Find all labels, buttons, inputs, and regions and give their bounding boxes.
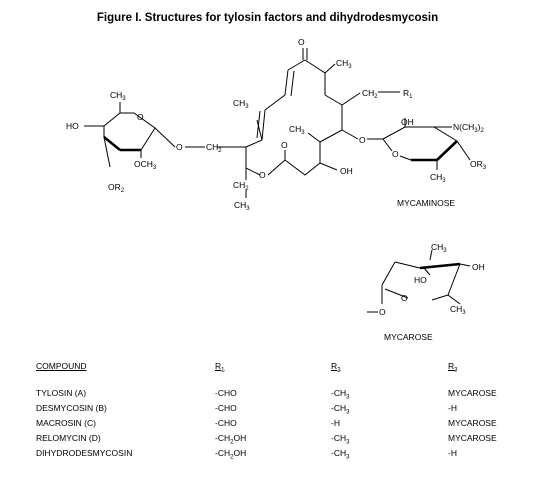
figure-title: Figure I. Structures for tylosin factors… [96,12,439,24]
svg-text:O: O [392,149,399,159]
mycarose-label: MYCAROSE [384,332,433,342]
svg-text:CH2: CH2 [233,180,249,192]
svg-text:CH3: CH3 [289,124,305,136]
table-cell: RELOMYCIN (D) [36,433,101,443]
svg-text:O: O [176,142,183,152]
chemical-structures: CH3 HO O OCH3 OR2 O CH2 [66,37,487,342]
table-cell: -CH2OH [215,448,247,461]
svg-text:HO: HO [414,275,427,285]
header-cell: R3 [448,361,458,374]
table-cell: -CH3 [331,403,350,416]
svg-text:CH3: CH3 [336,58,352,70]
svg-text:CH3: CH3 [450,304,466,316]
table-cell: -CHO [215,418,237,428]
svg-text:CH2: CH2 [362,88,378,100]
header-cell: COMPOUND [36,361,87,371]
svg-text:O: O [137,112,144,122]
mycaminose-ring [367,118,471,170]
svg-text:OCH3: OCH3 [134,159,157,171]
svg-text:HO: HO [66,121,79,131]
svg-text:O: O [401,293,408,303]
header-cell: R1 [215,361,225,374]
svg-text:OR2: OR2 [108,182,125,194]
table-cell: -CH3 [331,433,350,446]
table-cell: -CHO [215,403,237,413]
table-cell: MACROSIN (C) [36,418,96,428]
svg-text:OH: OH [340,166,353,176]
table-cell: -H [448,448,457,458]
table-cell: -CH3 [331,448,350,461]
mycinose-ring [84,102,235,168]
svg-text:CH3: CH3 [233,98,249,110]
table-cell: -CHO [215,388,237,398]
svg-text:O: O [281,140,288,150]
mycarose-ring [367,249,471,313]
table-cell: DIHYDRODESMYCOSIN [36,448,133,458]
mycaminose-label: MYCAMINOSE [397,198,455,208]
table-cell: -CH2OH [215,433,247,446]
svg-text:OR3: OR3 [470,159,487,171]
svg-text:CH3: CH3 [431,242,447,254]
table-cell: MYCAROSE [448,433,497,443]
svg-text:O: O [298,37,305,47]
svg-text:CH3: CH3 [110,90,126,102]
svg-text:O: O [259,170,266,180]
svg-text:R1: R1 [403,88,413,100]
table-cell: -CH3 [331,388,350,401]
table-cell: DESMYCOSIN (B) [36,403,107,413]
svg-text:CH3: CH3 [234,200,250,212]
table-cell: -H [331,418,340,428]
table-cell: MYCAROSE [448,388,497,398]
svg-text:OH: OH [472,262,485,272]
header-cell: R2 [331,361,341,374]
svg-text:CH3: CH3 [430,172,446,184]
svg-text:CH2: CH2 [206,142,222,154]
svg-text:O: O [379,307,386,317]
macrolide-ring [235,48,400,198]
table-cell: TYLOSIN (A) [36,388,87,398]
svg-text:O: O [359,135,366,145]
table-cell: MYCAROSE [448,418,497,428]
svg-text:N(CH3)2: N(CH3)2 [453,122,484,134]
svg-text:OH: OH [401,117,414,127]
table-cell: -H [448,403,457,413]
